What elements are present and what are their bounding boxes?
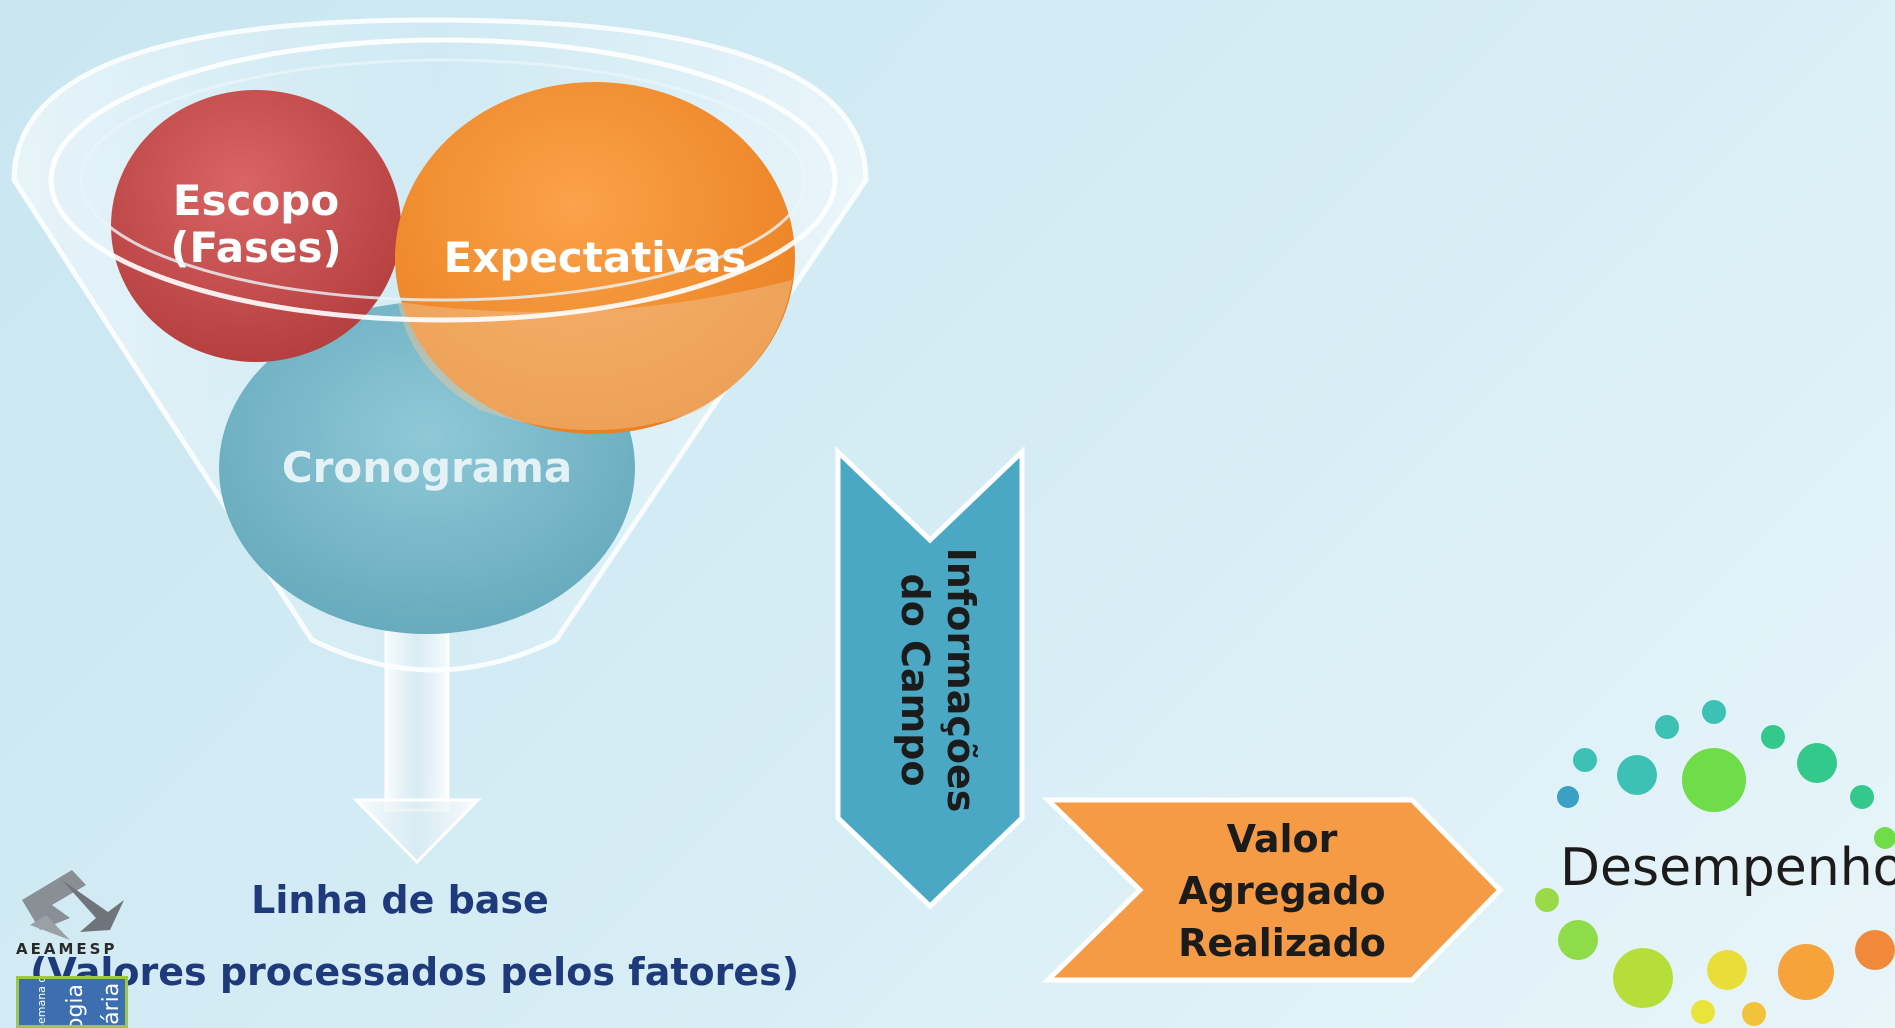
aeamesp-logo-icon xyxy=(22,870,124,940)
funnel-rim xyxy=(48,37,838,323)
escopo-label-line1: Escopo xyxy=(173,176,339,225)
cronograma-label: Cronograma xyxy=(282,443,572,492)
earned-value-line1: Valor xyxy=(1227,817,1338,861)
earned-value-line2: Agregado xyxy=(1178,869,1385,913)
field-info-line1: Informações xyxy=(939,548,983,813)
escopo-circle: Escopo (Fases) xyxy=(111,90,401,362)
performance-label: Desempenho xyxy=(1560,838,1895,898)
expectativas-label: Expectativas xyxy=(444,233,747,282)
baseline-subtitle: (Valores processados pelos fatores) xyxy=(30,950,800,994)
performance-dots-ring xyxy=(1535,700,1895,1026)
field-info-line2: do Campo xyxy=(893,574,937,787)
aeamesp-logo-text: AEAMESP xyxy=(16,940,118,958)
earned-value-chevron: Valor Agregado Realizado xyxy=(1041,797,1504,983)
earned-value-line3: Realizado xyxy=(1178,921,1386,965)
badge-line1: Semana de xyxy=(35,976,48,1028)
baseline-title: Linha de base xyxy=(251,878,549,922)
escopo-label-line2: (Fases) xyxy=(170,223,341,272)
event-badge: Semana de ogia iária xyxy=(16,976,128,1028)
badge-line2: ogia xyxy=(63,983,88,1028)
field-info-chevron: Informações do Campo xyxy=(835,446,1025,910)
badge-line3: iária xyxy=(99,982,124,1028)
expectativas-circle: Expectativas xyxy=(395,82,795,434)
